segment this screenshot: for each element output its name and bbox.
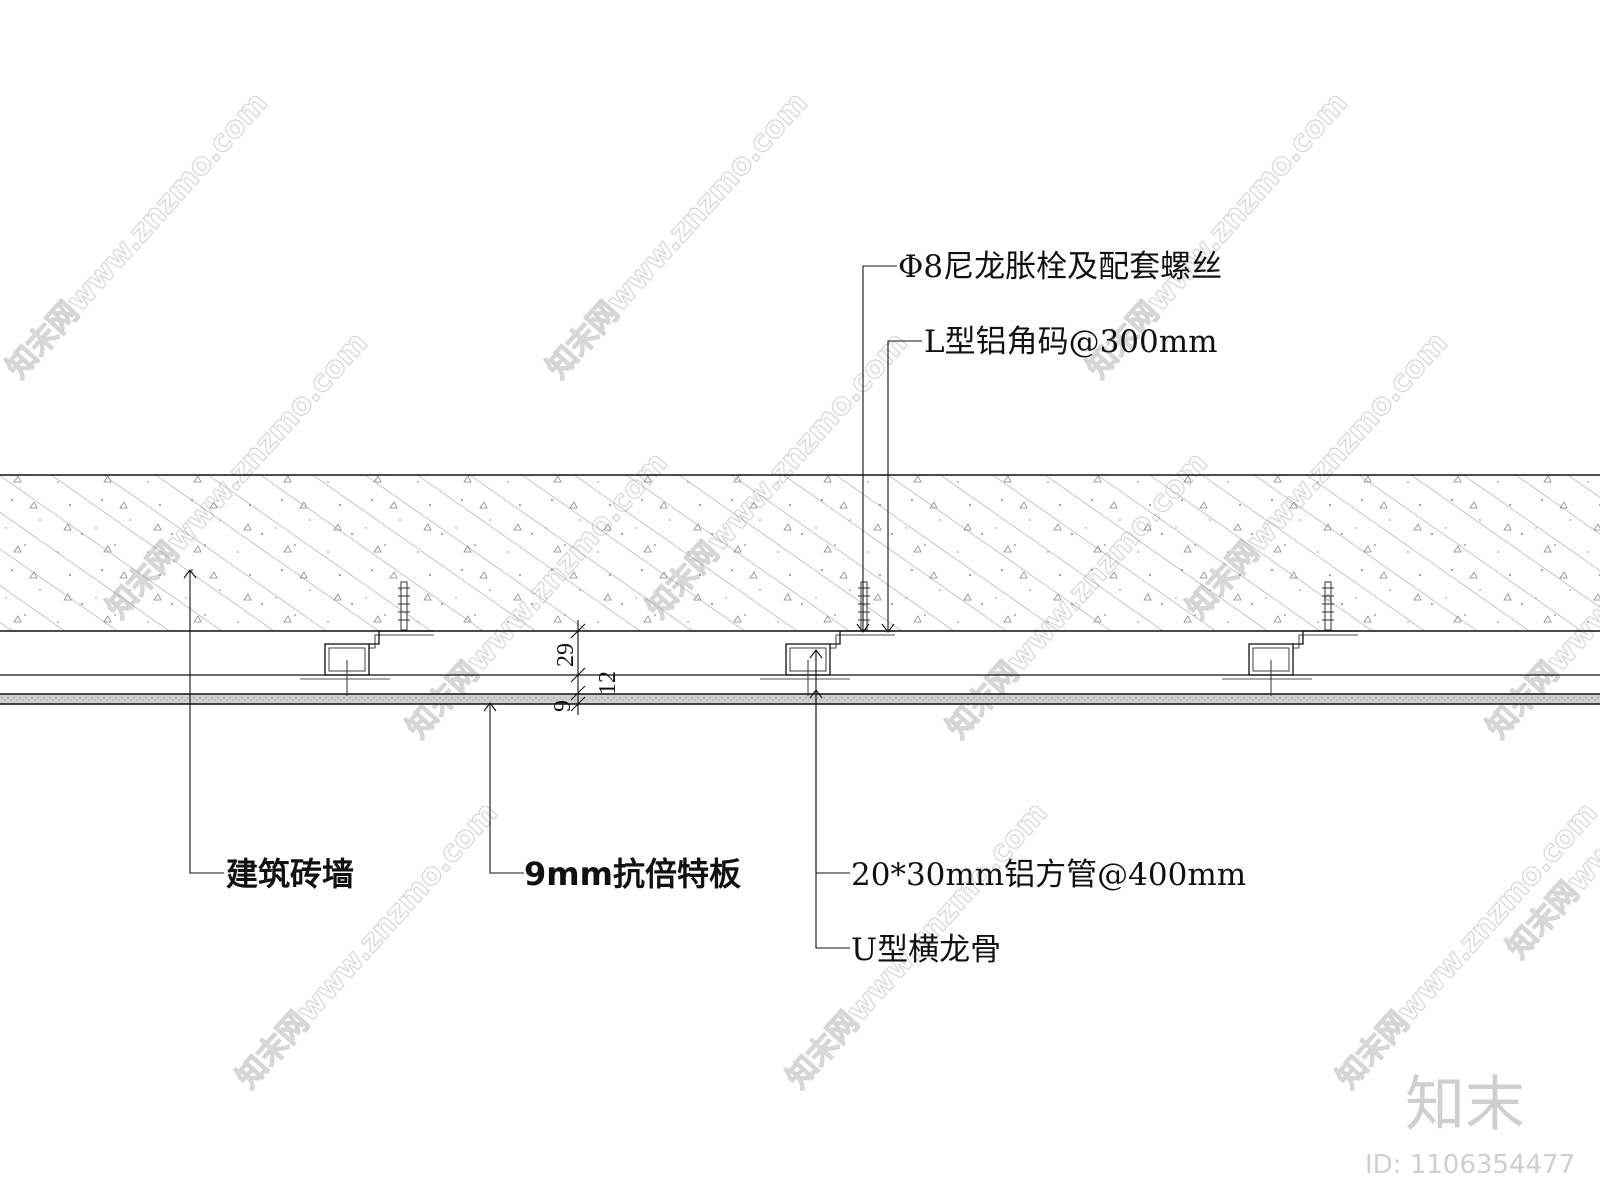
callout-board: 9mm抗倍特板 [524, 855, 741, 893]
dim-gap-label: 29 [553, 643, 579, 667]
brick-wall [0, 474, 1600, 632]
image-id: ID: 1106354477 [1365, 1150, 1575, 1180]
anchor-bolts [398, 581, 1334, 631]
callout-alu-tube: 20*30mm铝方管@400mm [851, 857, 1246, 893]
watermark-text: 知末网www.znzmo.com [540, 86, 815, 386]
callout-u-keel: U型横龙骨 [851, 932, 1001, 968]
leader-lines [183, 265, 922, 949]
watermark-text: 知末网www.znzmo.com [230, 796, 505, 1096]
tube-screws [346, 660, 1272, 696]
callout-brick-wall: 建筑砖墙 [226, 855, 354, 893]
watermark-text: 知末网www.znzmo.com [0, 86, 275, 386]
watermark-text: 知末网www.znzmo.com [1330, 796, 1600, 1096]
callout-l-bracket: L型铝角码@300mm [924, 324, 1218, 360]
dim-board-label: 9 [550, 700, 576, 712]
callout-anchor-bolt: Φ8尼龙胀栓及配套螺丝 [898, 249, 1222, 285]
brand-logo: 知末 [1405, 1070, 1525, 1140]
dim-tube-label: 12 [595, 671, 621, 695]
dimension-chain [570, 620, 586, 715]
board-panel [0, 693, 1600, 705]
